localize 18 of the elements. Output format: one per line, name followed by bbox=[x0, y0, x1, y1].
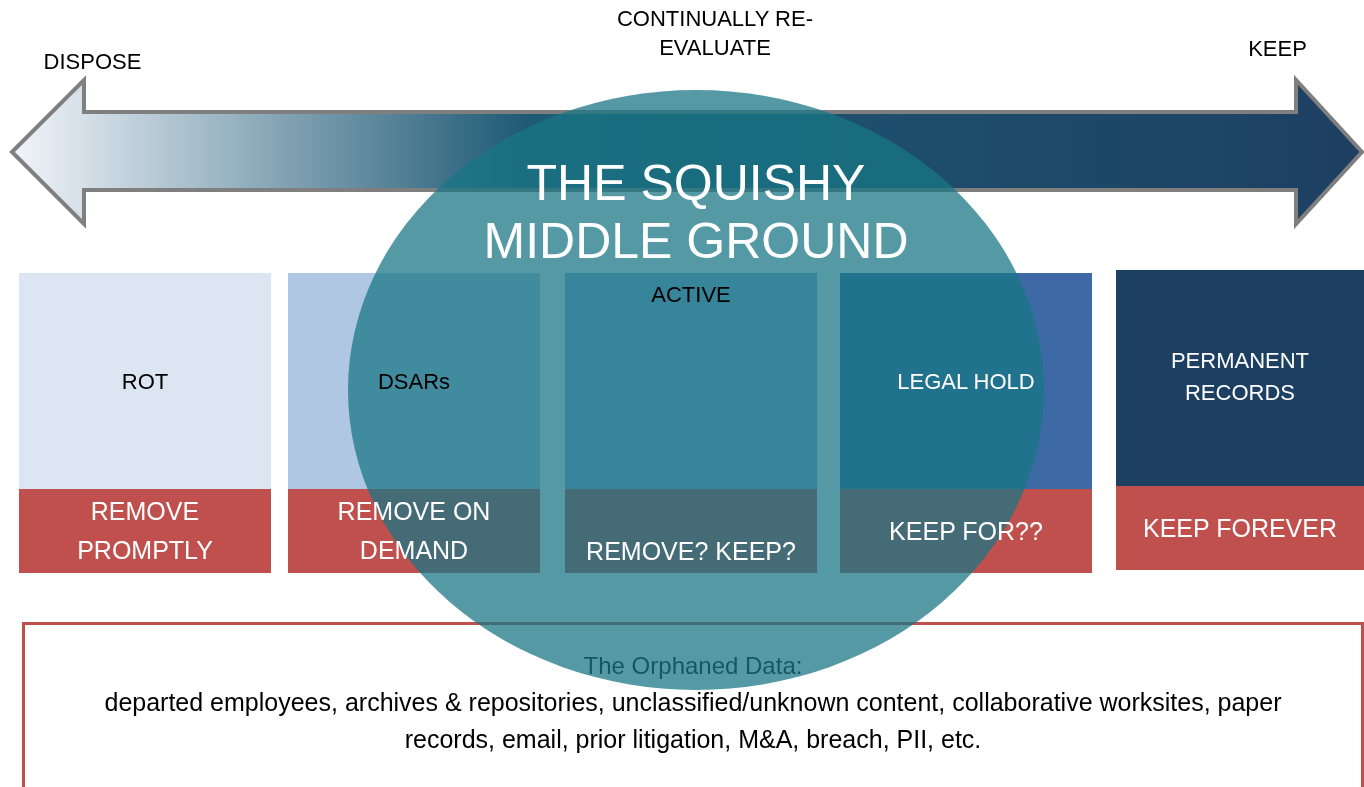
action-label: KEEP FOREVER bbox=[1142, 512, 1337, 544]
panel-text: departed employees, archives & repositories, unclassified/unknown content, collaborative worksites, paper records, email, prior litigation, M&A, breach, PII, etc. bbox=[103, 687, 1283, 755]
arrow-end-label: KEEP bbox=[1247, 35, 1308, 63]
arrow-end-label: DISPOSE bbox=[42, 48, 143, 76]
category-label: LEGAL HOLD bbox=[896, 368, 1036, 396]
category-label: ACTIVE bbox=[650, 281, 732, 309]
action-label: REMOVE PROMPTLY bbox=[76, 496, 214, 566]
category-label: DSARs bbox=[376, 368, 452, 396]
category-column bbox=[19, 273, 271, 573]
note-panel bbox=[22, 622, 1364, 787]
arrow-label: CONTINUALLY RE-EVALUATE bbox=[616, 5, 814, 62]
category-label: ROT bbox=[120, 368, 170, 396]
panel-heading: The Orphaned Data: bbox=[582, 651, 804, 681]
category-column bbox=[1116, 270, 1364, 570]
overlay-title: THE SQUISHY MIDDLE GROUND bbox=[482, 154, 910, 270]
action-label: KEEP FOR?? bbox=[889, 515, 1043, 547]
action-label: REMOVE? KEEP? bbox=[586, 536, 796, 567]
category-label: PERMANENT RECORDS bbox=[1169, 347, 1311, 407]
